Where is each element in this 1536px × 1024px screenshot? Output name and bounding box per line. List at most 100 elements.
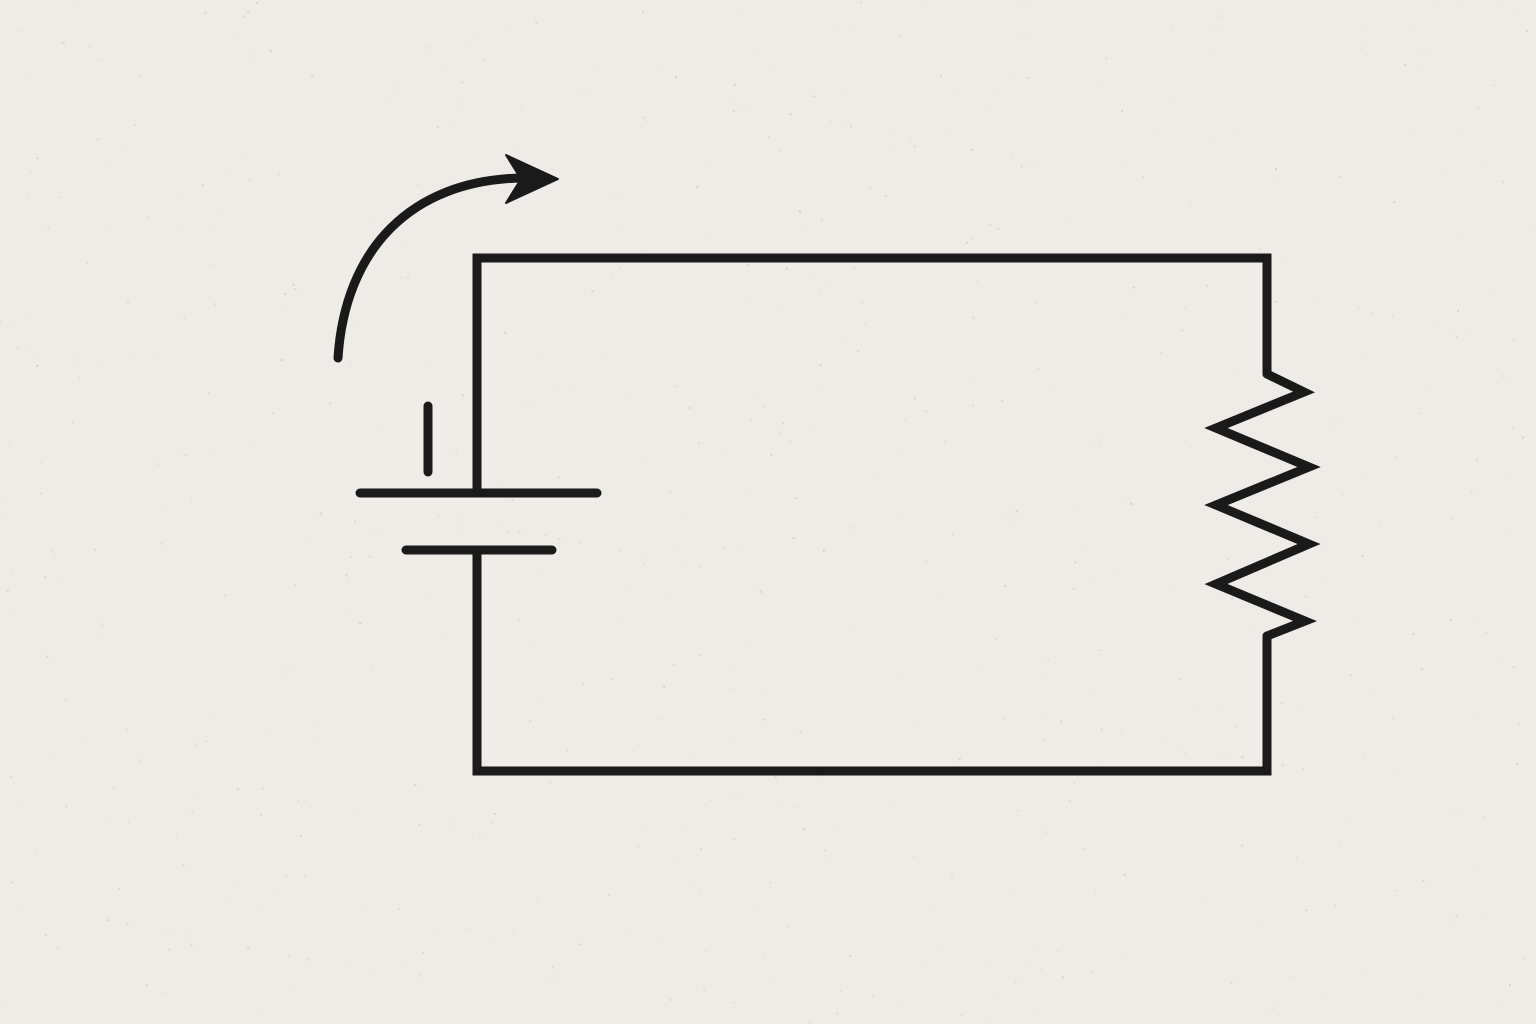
resistor-symbol: [1204, 369, 1321, 641]
paper-speckle: [396, 87, 398, 89]
paper-speckle: [1492, 83, 1495, 87]
paper-speckle: [100, 623, 103, 626]
paper-speckle: [126, 300, 130, 303]
paper-speckle: [1167, 295, 1169, 296]
paper-speckle: [1214, 735, 1216, 737]
paper-speckle: [1482, 816, 1485, 820]
paper-speckle: [539, 358, 541, 359]
paper-speckle: [227, 943, 229, 945]
paper-speckle: [641, 10, 644, 13]
paper-speckle: [1007, 518, 1010, 521]
paper-speckle: [583, 91, 585, 94]
paper-speckle: [787, 925, 790, 928]
paper-speckle: [44, 933, 47, 937]
paper-speckle: [247, 10, 250, 14]
paper-speckle: [1040, 717, 1042, 719]
paper-speckle: [1181, 329, 1184, 332]
paper-speckle: [709, 159, 712, 162]
paper-speckle: [1492, 336, 1494, 337]
paper-speckle: [1009, 894, 1011, 896]
paper-speckle: [769, 109, 771, 111]
paper-speckle: [294, 288, 297, 290]
paper-speckle: [444, 68, 446, 70]
paper-speckle: [1280, 702, 1283, 705]
paper-speckle: [773, 979, 775, 981]
paper-speckle: [690, 883, 692, 886]
paper-speckle: [1250, 628, 1252, 630]
paper-speckle: [704, 234, 706, 237]
paper-speckle: [950, 873, 954, 876]
paper-speckle: [877, 473, 879, 475]
paper-speckle: [735, 798, 737, 801]
paper-speckle: [1171, 96, 1173, 98]
paper-speckle: [503, 522, 505, 524]
paper-speckle: [1100, 728, 1103, 731]
paper-speckle: [77, 2, 79, 4]
paper-speckle: [20, 250, 22, 252]
paper-speckle: [674, 76, 678, 79]
paper-speckle: [183, 317, 185, 319]
paper-speckle: [1342, 418, 1344, 421]
paper-speckle: [850, 526, 853, 529]
paper-speckle: [342, 358, 344, 360]
paper-speckle: [913, 724, 916, 726]
paper-speckle: [608, 894, 611, 897]
paper-speckle: [1020, 165, 1023, 168]
paper-speckle: [1274, 168, 1278, 171]
paper-speckle: [581, 829, 583, 831]
paper-speckle: [558, 537, 561, 541]
paper-speckle: [1128, 498, 1130, 501]
paper-speckle: [1517, 723, 1520, 726]
paper-speckle: [147, 216, 150, 219]
paper-speckle: [182, 864, 185, 867]
paper-speckle: [700, 848, 702, 851]
paper-speckle: [994, 991, 996, 994]
paper-speckle: [94, 548, 97, 551]
paper-speckle: [88, 45, 91, 48]
paper-speckle: [1081, 548, 1083, 550]
paper-speckle: [672, 544, 674, 546]
paper-speckle: [1423, 64, 1424, 65]
paper-speckle: [1304, 31, 1306, 33]
paper-speckle: [461, 394, 465, 397]
paper-speckle: [976, 281, 979, 284]
paper-speckle: [1287, 256, 1289, 259]
paper-speckle: [9, 612, 12, 615]
paper-speckle: [365, 904, 368, 907]
paper-speckle: [937, 944, 939, 946]
paper-speckle: [1213, 139, 1215, 141]
paper-speckle: [451, 1022, 453, 1023]
paper-speckle: [87, 204, 89, 207]
paper-speckle: [1125, 163, 1127, 165]
paper-speckle: [1042, 738, 1046, 741]
paper-speckle: [794, 497, 797, 500]
paper-speckle: [925, 410, 928, 413]
paper-speckle: [1241, 844, 1244, 847]
paper-speckle: [659, 942, 661, 944]
paper-speckle: [1126, 953, 1128, 955]
paper-speckle: [44, 576, 47, 579]
paper-speckle: [967, 378, 970, 381]
paper-speckle: [1339, 175, 1342, 178]
paper-speckle: [62, 41, 65, 45]
paper-speckle: [1184, 439, 1186, 442]
paper-speckle: [1392, 717, 1395, 720]
paper-speckle: [1420, 668, 1424, 671]
paper-speckle: [697, 441, 700, 445]
paper-speckle: [1432, 323, 1434, 326]
paper-speckle: [637, 845, 640, 848]
paper-speckle: [1364, 753, 1366, 756]
paper-speckle: [28, 316, 31, 319]
paper-speckle: [1050, 385, 1053, 387]
paper-speckle: [281, 672, 284, 674]
paper-speckle: [793, 806, 796, 808]
paper-speckle: [1222, 752, 1223, 754]
paper-speckle: [97, 363, 100, 365]
paper-speckle: [280, 358, 284, 362]
paper-speckle: [798, 209, 802, 213]
paper-speckle: [172, 335, 174, 337]
paper-speckle: [925, 560, 928, 563]
paper-speckle: [358, 322, 360, 324]
paper-speckle: [431, 929, 434, 931]
paper-speckle: [167, 931, 169, 933]
